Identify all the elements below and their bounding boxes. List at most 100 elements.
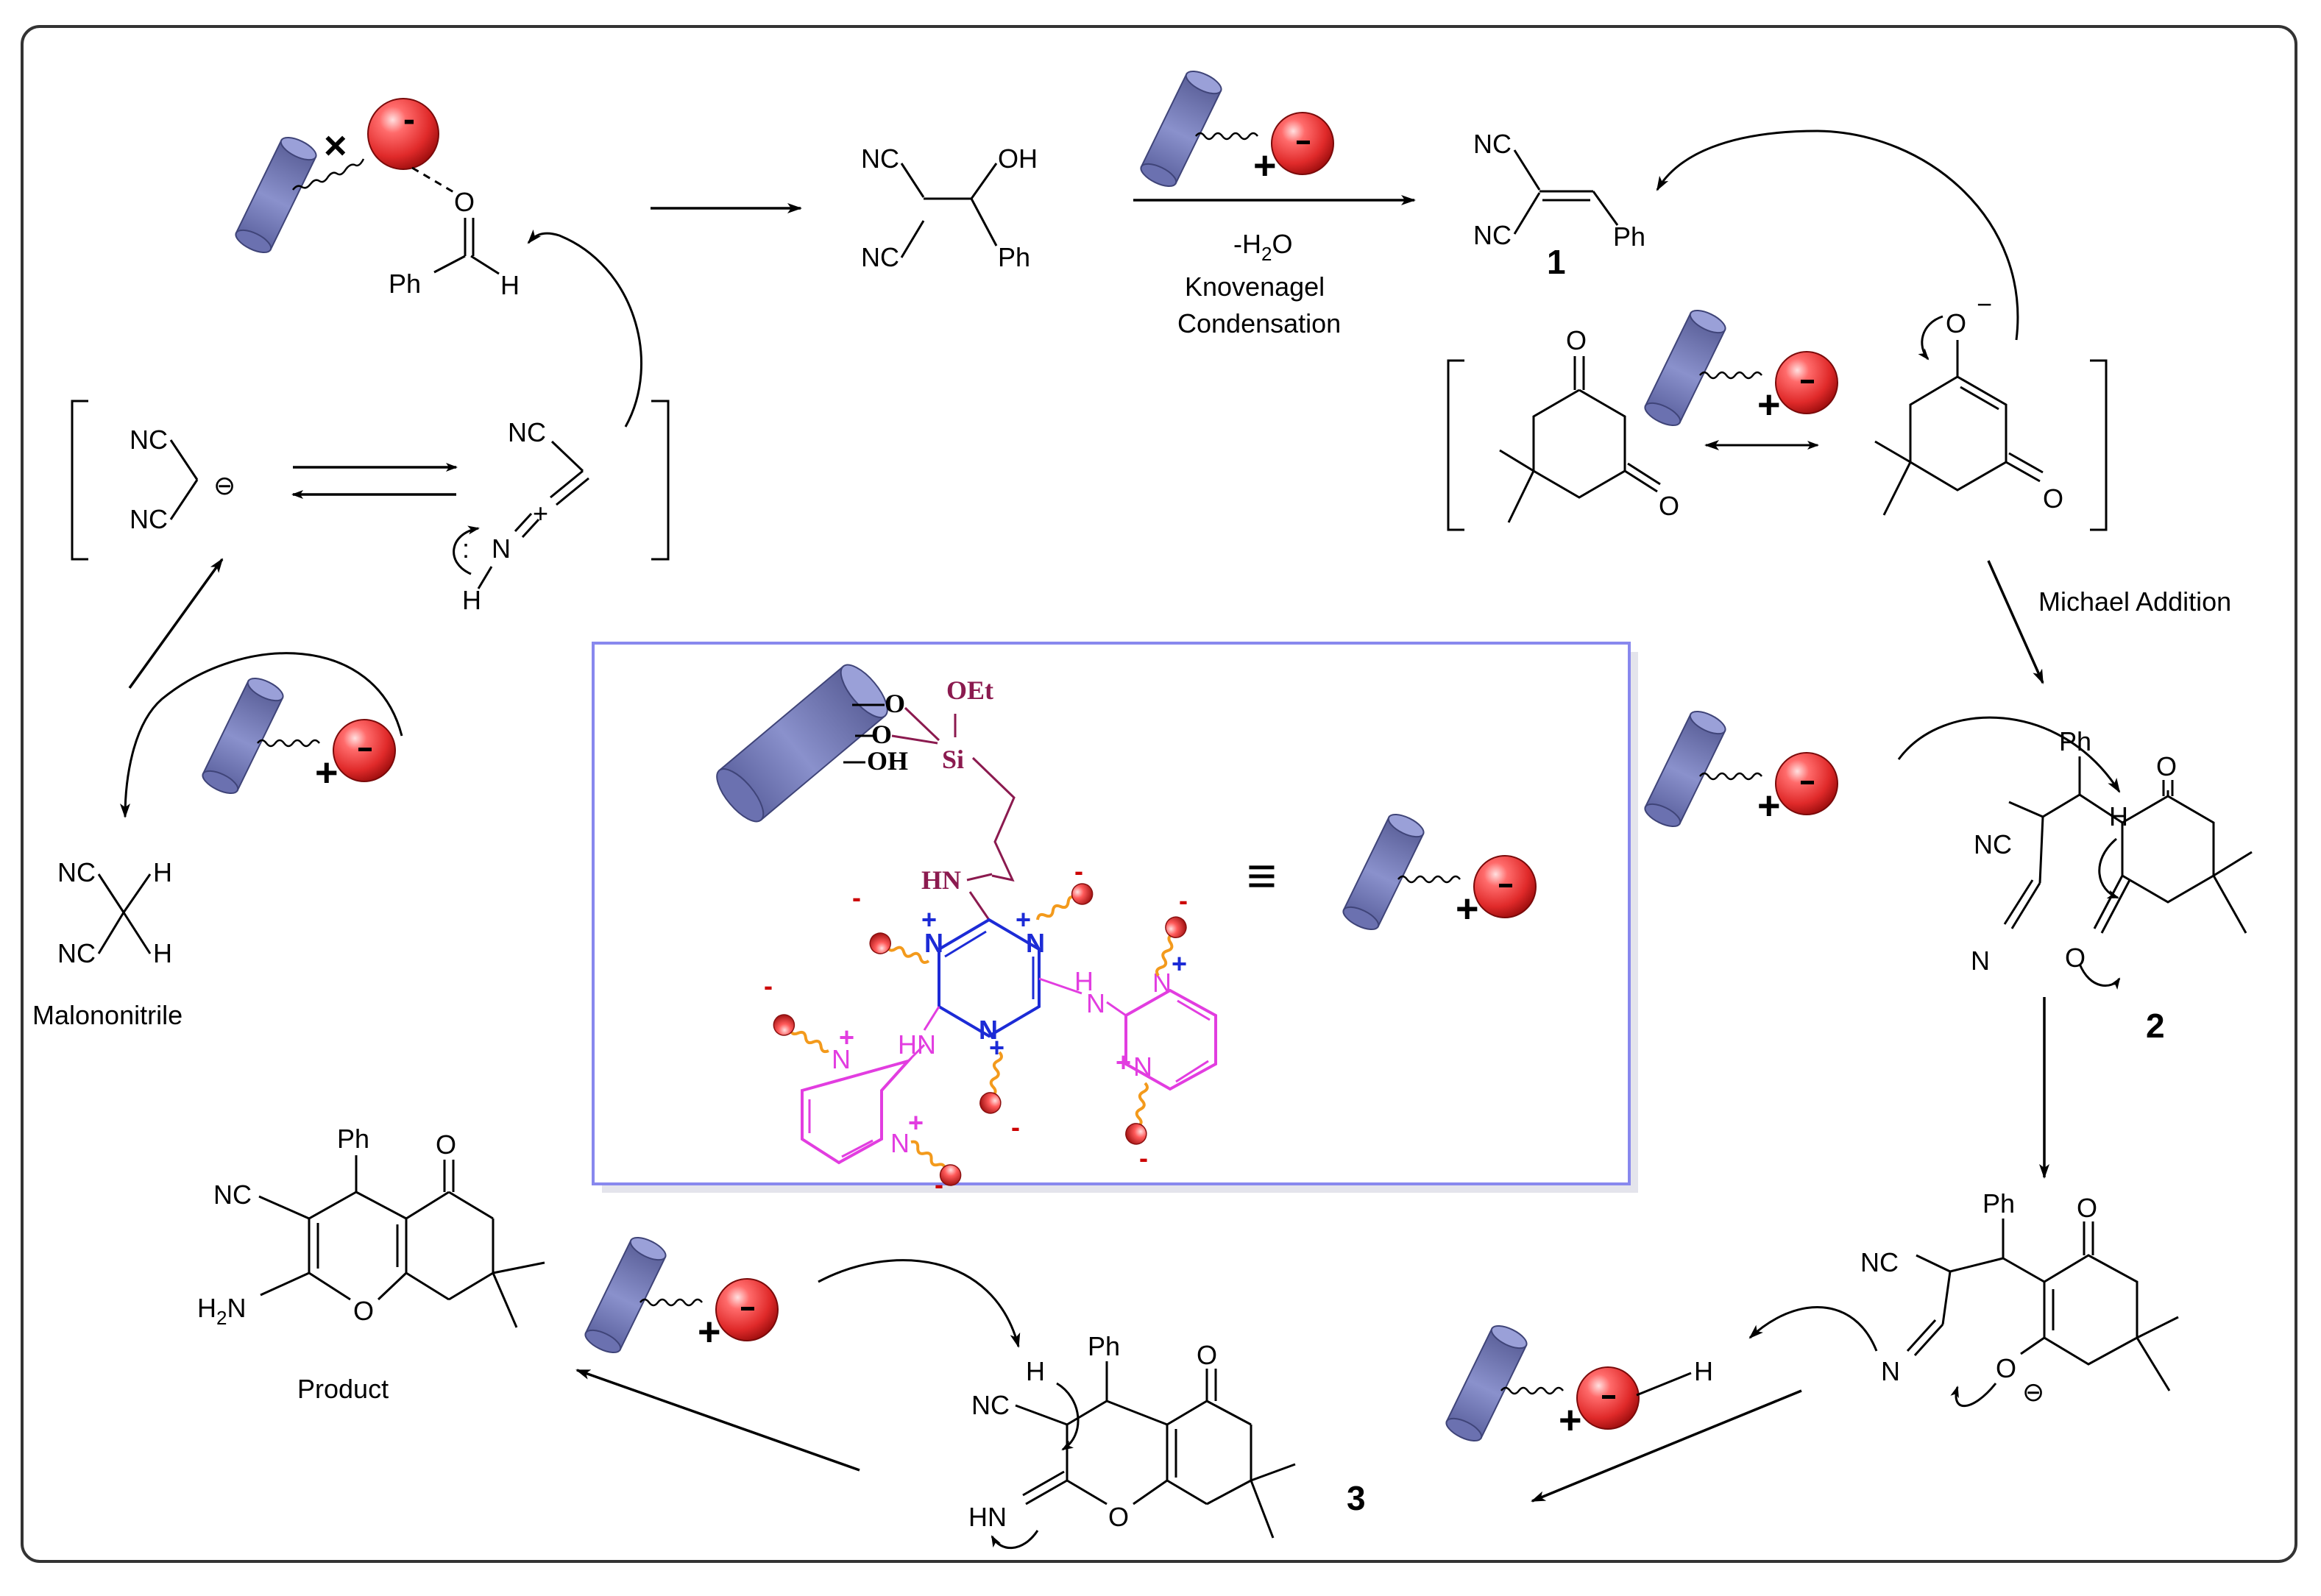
svg-text:-: - [852,882,861,912]
malononitrile-anion-resonance: NC NC ⊖ NC + N : H [71,400,670,615]
benzaldehyde-ph: Ph [389,269,421,299]
svg-text:NC: NC [130,425,168,455]
svg-text:O: O [353,1296,374,1326]
svg-text:NC: NC [130,504,168,534]
svg-text:Ph: Ph [1088,1331,1120,1361]
svg-text:H: H [1694,1356,1713,1386]
svg-text:Ph: Ph [2059,726,2091,756]
svg-text:Ph: Ph [337,1124,369,1154]
compound-3: Ph H NC HN O O 3 [968,1331,1366,1549]
svg-text:O: O [436,1129,456,1160]
svg-text:Ph: Ph [1613,221,1645,252]
product-label: Product [297,1374,389,1404]
svg-text:O: O [2156,751,2177,781]
arrow-michael [1987,560,2044,684]
benzaldehyde-h: H [500,270,520,300]
svg-text:N: N [1152,968,1172,998]
svg-text:H: H [1074,966,1094,996]
svg-text:NC: NC [213,1180,252,1210]
arrow-deprotonation [128,558,224,689]
equivalent-sign: ≡ [1247,847,1277,904]
svg-text:N: N [1971,946,1990,976]
svg-text:HN: HN [921,865,961,895]
svg-text:OH: OH [998,143,1038,174]
catalyst-benzaldehyde-complex: × - O Ph H [235,98,520,300]
svg-text:+: + [921,904,937,934]
svg-text:⊖: ⊖ [213,470,235,500]
svg-text:-: - [935,1169,943,1199]
svg-text:×: × [324,124,347,168]
svg-text:N: N [492,533,511,564]
svg-text:H: H [2109,801,2128,831]
label-compound-1: 1 [1547,243,1566,281]
svg-text:H: H [153,938,172,968]
svg-text:O: O [2077,1193,2097,1223]
arrow-tautomerization [575,1369,860,1472]
svg-text:N: N [1133,1051,1152,1082]
svg-text:-: - [1011,1112,1020,1142]
product: Ph NC H2N O O Product [197,1124,545,1404]
svg-text:Ph: Ph [998,242,1030,272]
svg-text:-: - [1139,1143,1148,1173]
knoevenagel-water: -H2O [1233,229,1292,265]
svg-text:N: N [832,1044,851,1074]
svg-text:+: + [839,1022,854,1052]
svg-text:-: - [1074,856,1083,886]
svg-text:NC: NC [971,1390,1010,1420]
svg-text:O: O [1566,325,1587,355]
svg-text:N: N [890,1128,910,1158]
svg-text::: : [462,533,469,564]
compound-2: Ph NC N H O O 2 [1971,726,2253,1045]
svg-text:O: O [1108,1502,1129,1532]
svg-text:NC: NC [57,938,96,968]
enolate-intermediate: Ph NC N O O ⊖ [1748,1188,2179,1408]
svg-text:−: − [1977,289,1992,319]
benzaldehyde-o: O [454,187,475,217]
michael-label: Michael Addition [2038,586,2231,617]
svg-text:O: O [1197,1340,1217,1370]
svg-text:O: O [885,689,905,718]
svg-text:+: + [1016,904,1031,934]
svg-text:NC: NC [1473,220,1512,250]
svg-text:N: N [1086,988,1105,1018]
svg-text:N: N [979,1015,998,1045]
svg-text:OEt: OEt [946,675,993,705]
svg-text:OH: OH [867,746,908,776]
svg-text:NC: NC [1860,1247,1899,1277]
svg-text:NC: NC [508,417,546,447]
hydroxy-dinitrile: NC NC OH Ph [861,143,1038,272]
svg-text:NC: NC [57,857,96,887]
svg-text:+: + [1172,948,1187,979]
svg-text:NC: NC [861,242,899,272]
compound-1: NC NC Ph 1 [1473,129,1645,281]
svg-text:-: - [403,100,415,139]
svg-text:O: O [1946,308,1966,338]
svg-text:O: O [871,720,892,749]
svg-text:Si: Si [942,745,964,774]
svg-text:N: N [1026,928,1045,958]
svg-text:+: + [908,1107,924,1138]
label-compound-3: 3 [1347,1479,1366,1517]
svg-text:NC: NC [861,143,899,174]
svg-text:H: H [462,585,481,615]
svg-text:Ph: Ph [1982,1188,2015,1219]
svg-text:H2N: H2N [197,1293,246,1329]
svg-text:H: H [1026,1356,1045,1386]
svg-text:NC: NC [1473,129,1512,159]
dimedone-resonance: O O O − O [1447,289,2108,531]
svg-text:O: O [1659,491,1679,521]
catalyst-structure-box: O O OH Si OEt HN N N N + + + - - - HN H … [592,642,1638,1199]
label-compound-2: 2 [2146,1007,2165,1045]
svg-text:HN: HN [968,1502,1007,1532]
svg-text:N: N [924,928,943,958]
svg-text:-: - [764,971,773,1001]
arrow-cyclization [1531,1389,1802,1503]
svg-text:+: + [1116,1047,1131,1077]
malononitrile-label: Malononitrile [32,1000,183,1030]
svg-text:⊖: ⊖ [2022,1377,2044,1407]
knoevenagel-label-2: Condensation [1177,308,1341,338]
svg-text:NC: NC [1974,829,2012,859]
svg-text:H: H [153,857,172,887]
svg-text:O: O [1996,1353,2016,1383]
